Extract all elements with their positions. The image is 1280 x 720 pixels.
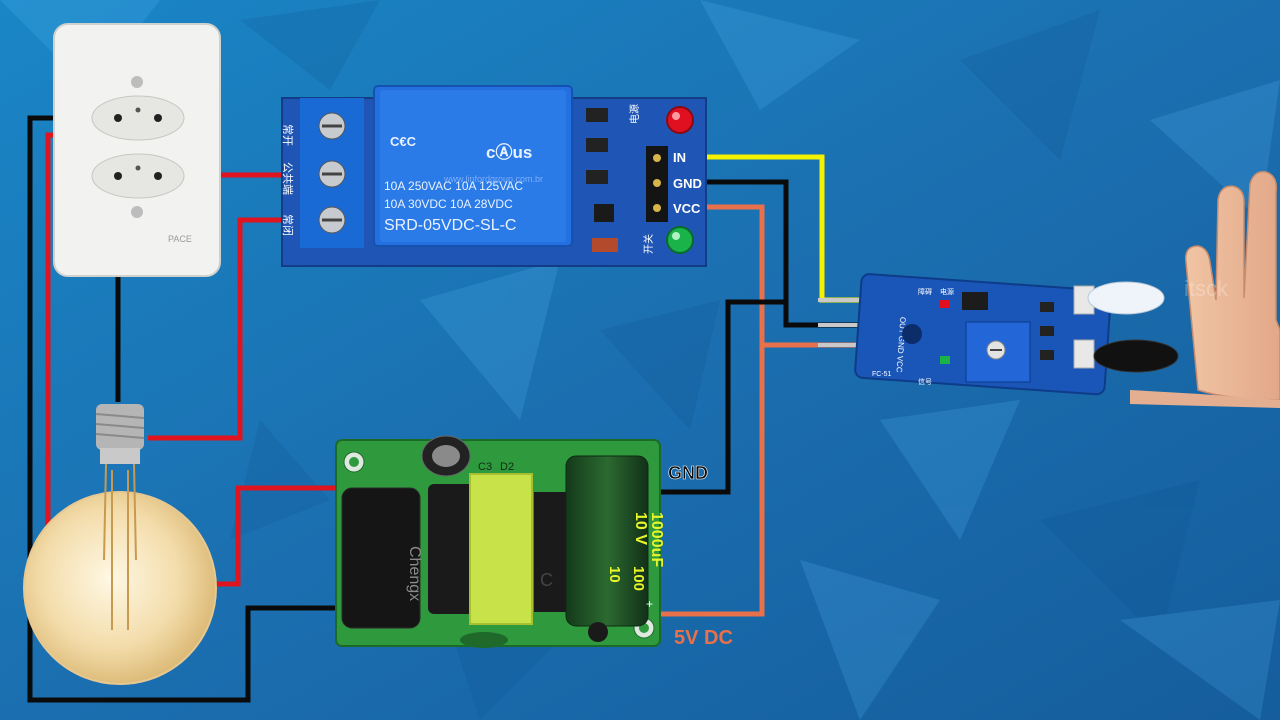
sensor-model-code: FC-51: [872, 371, 892, 378]
pin-in-label: IN: [673, 150, 686, 165]
transformer: [469, 473, 533, 625]
watermark-text: itsck: [1184, 276, 1229, 301]
smd-resistor: [586, 138, 608, 152]
sensor-silk-obstacle: 障碍: [918, 287, 932, 296]
terminal-no-label: 常闭: [281, 214, 294, 236]
pin-gnd-label: GND: [673, 176, 702, 191]
sensor-silk-signal: 信号: [918, 377, 932, 386]
wall-outlet: PACE: [53, 23, 221, 277]
relay-module: 常开 公共端 常闭 C€C cⒶus 10A 250VAC 10A 125VAC…: [281, 85, 707, 267]
cap-label: C3: [478, 461, 492, 473]
capacitor-brand: Chengx: [406, 546, 423, 601]
relay-brand-logo: C€C: [390, 134, 417, 149]
mounting-hole: [902, 324, 922, 344]
sensor-silk-power: 电源: [940, 287, 954, 296]
capacitor-mid: [428, 484, 476, 614]
inductor: [460, 632, 508, 648]
outlet-brand: PACE: [168, 234, 192, 244]
switch-led-label: 开关: [642, 234, 655, 254]
ir-sensor-module: OUT GND VCC FC-51 障碍 电源 信号: [818, 273, 1179, 396]
screw-icon: [131, 76, 143, 88]
ir-emitter: [1087, 281, 1165, 315]
cap-voltage: 10 V: [632, 512, 649, 545]
terminal-nc-label: 常开: [281, 124, 294, 146]
relay-spec-line1: 10A 250VAC 10A 125VAC: [384, 179, 523, 193]
diode: [592, 238, 618, 252]
relay-spec-line2: 10A 30VDC 10A 28VDC: [384, 197, 513, 211]
hand-icon: [1130, 171, 1280, 408]
transformer-core: [534, 492, 568, 612]
wire-red-relay-to-bulb: [148, 217, 282, 441]
plus-label: +: [646, 597, 653, 611]
power-led-label: 电源: [628, 104, 641, 124]
power-supply-module: Chengx C3 D2 C 1000uF 10 V 100 10 +: [335, 435, 665, 648]
wire-orange-vcc: [660, 204, 765, 617]
transistor: [594, 204, 614, 222]
ir-receiver: [1093, 339, 1179, 373]
terminal-com-label: 公共端: [281, 162, 294, 195]
relay-watermark: www.linfordgroup.com.br: [443, 174, 543, 184]
smd-resistor: [586, 170, 608, 184]
ul-mark: cⒶus: [486, 142, 532, 162]
cap-value-2: 100: [630, 566, 647, 591]
transformer-label: C: [540, 570, 553, 590]
wire-black-mains-neutral: [27, 115, 336, 703]
relay-model: SRD-05VDC-SL-C: [384, 217, 516, 234]
ic-chip: [962, 292, 988, 310]
pin-vcc-label: VCC: [673, 201, 701, 216]
terminal-screws: [318, 112, 346, 234]
capacitor-output: [565, 455, 649, 627]
gnd-label: GND: [668, 463, 708, 483]
diode-label: D2: [500, 461, 514, 473]
five-v-dc-label: 5V DC: [674, 627, 733, 649]
light-bulb: [23, 404, 217, 685]
smd-resistor: [586, 108, 608, 122]
cap-voltage-2: 10: [606, 566, 623, 583]
switch-led: [666, 226, 694, 254]
wire-black-module-gnd: [660, 299, 786, 495]
cap-value: 1000uF: [648, 512, 665, 567]
capacitor-large: [341, 487, 421, 629]
screw-icon: [131, 206, 143, 218]
power-led: [666, 106, 694, 134]
regulator: [588, 622, 608, 642]
